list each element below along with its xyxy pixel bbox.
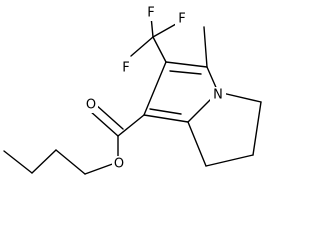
atom-ester-oxygen: O xyxy=(114,157,124,172)
bond-ch2-ch2-lower xyxy=(205,154,254,167)
bond-butyl-c3-c4 xyxy=(3,150,33,174)
bond-methyl xyxy=(203,26,208,68)
molecule-structure: F F F N O O xyxy=(3,5,262,175)
atom-carbonyl-oxygen: O xyxy=(86,98,96,113)
bond-c-f-left xyxy=(130,36,154,57)
atom-nitrogen: N xyxy=(213,88,223,103)
bond-c7-c1 xyxy=(143,61,167,116)
bond-c1-c2-double-a xyxy=(165,61,208,68)
bond-butyl-c2-c3 xyxy=(31,149,57,174)
bond-carbonyl-double-b xyxy=(94,103,124,130)
bond-ring-cf3 xyxy=(152,36,167,63)
atom-fluorine-right: F xyxy=(178,12,185,27)
bond-c8a-c7-double-b xyxy=(149,108,182,115)
bond-ch2-c8a xyxy=(187,121,207,167)
bond-carbonyl-double-a xyxy=(89,110,119,137)
bond-ch2-ch2 xyxy=(252,101,262,156)
bond-c-f-right xyxy=(152,23,177,38)
bond-c7-carbonyl xyxy=(117,114,145,137)
atom-fluorine-top: F xyxy=(147,6,154,21)
bond-c1-c2-double-b xyxy=(169,70,202,75)
atom-fluorine-left: F xyxy=(122,61,129,76)
bond-c8a-c7-double-a xyxy=(143,114,189,123)
bond-butyl-c1-c2 xyxy=(55,149,86,175)
